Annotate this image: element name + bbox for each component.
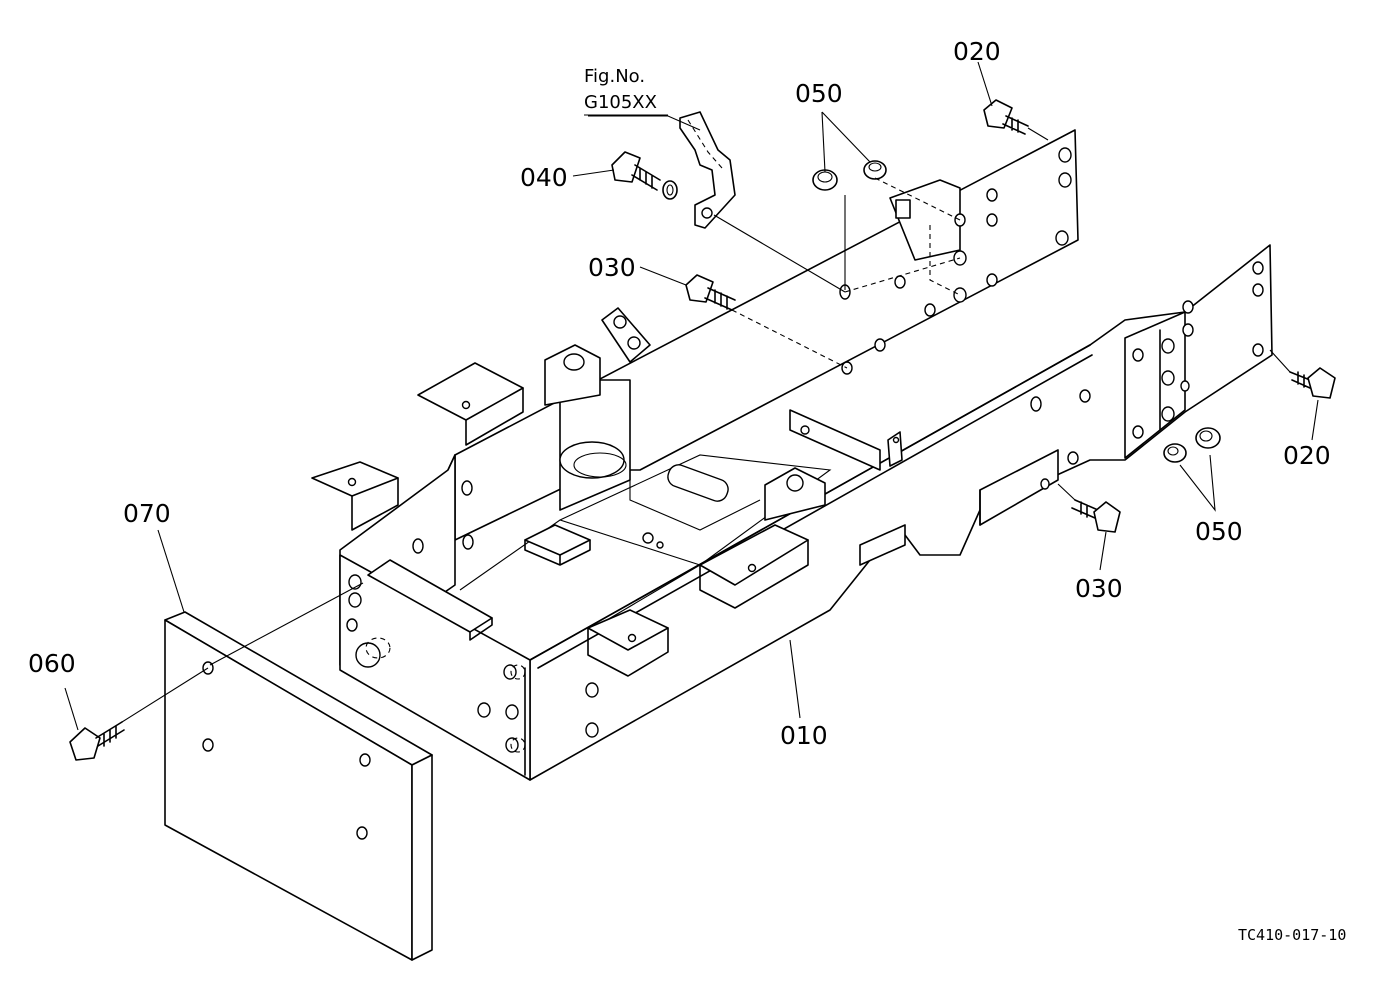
bolt-020-top: [983, 99, 1029, 135]
bolt-040: [611, 151, 678, 200]
callout-labels: Fig.No. G105XX 040 030 050 020 020 050 0…: [28, 37, 1346, 944]
callout-020-right: 020: [1283, 441, 1331, 470]
front-rail-holes: [585, 261, 1264, 738]
bolt-030-bottom: [1071, 499, 1121, 533]
fig-ref-line1: Fig.No.: [584, 66, 645, 87]
callout-040: 040: [520, 163, 568, 192]
bushing-050-right: [1163, 427, 1221, 463]
end-plate-holes: [346, 574, 526, 753]
main-frame-010: [311, 129, 1273, 781]
callout-020-top: 020: [953, 37, 1001, 66]
bracket-g105xx: [679, 111, 736, 229]
callout-030-bottom: 030: [1075, 574, 1123, 603]
leader-lines: [64, 61, 1319, 731]
bolt-030-top: [685, 274, 736, 311]
callout-060: 060: [28, 649, 76, 678]
callout-070: 070: [123, 499, 171, 528]
callout-050-right: 050: [1195, 517, 1243, 546]
fig-ref-line2: G105XX: [584, 92, 657, 113]
callout-010: 010: [780, 721, 828, 750]
callout-050-top: 050: [795, 79, 843, 108]
plate-070: [164, 611, 433, 961]
bolt-020-right: [1289, 367, 1336, 399]
bolt-060: [69, 721, 125, 761]
bushing-050-top: [812, 160, 887, 191]
callout-030-top: 030: [588, 253, 636, 282]
rear-rail-holes: [412, 147, 1072, 554]
drawing-code: TC410-017-10: [1238, 926, 1346, 944]
